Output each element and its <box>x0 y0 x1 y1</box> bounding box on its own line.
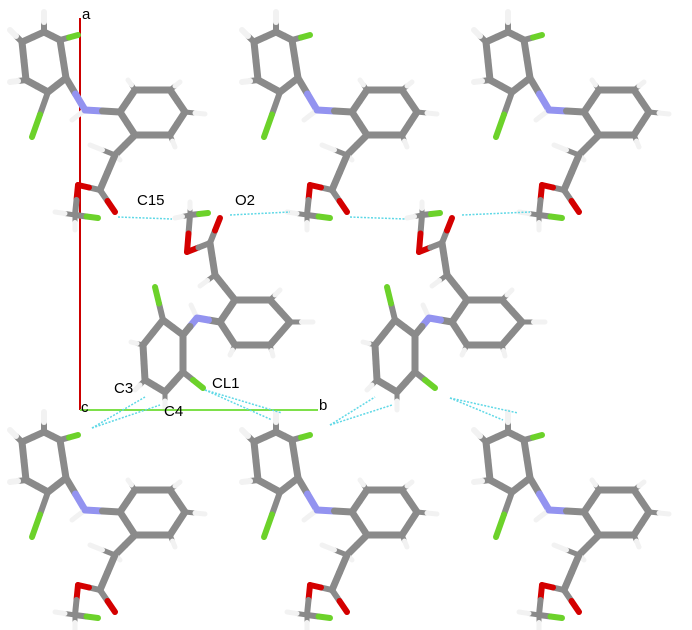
molecule <box>471 409 672 630</box>
molecule <box>7 9 208 233</box>
hydrogen-bond-contact <box>329 404 393 426</box>
hydrogen-bond-contact <box>204 389 273 421</box>
molecule <box>7 409 208 630</box>
hydrogen-bond-contact <box>449 397 519 414</box>
axis-label-a: a <box>82 6 91 23</box>
molecule <box>360 199 548 413</box>
hydrogen-bond-contact <box>117 216 173 220</box>
hydrogen-bond-contact <box>204 389 283 414</box>
molecule <box>128 199 316 413</box>
hydrogen-bond-contact <box>449 397 504 421</box>
hydrogen-bond-contact <box>91 404 161 429</box>
molecule <box>239 409 440 630</box>
hydrogen-bond-contact <box>229 211 291 216</box>
hydrogen-bond-contact <box>349 216 406 220</box>
molecule <box>239 9 440 233</box>
axis-label-c: c <box>81 399 89 416</box>
atom-label-c4: C4 <box>164 403 184 420</box>
hydrogen-bond-contact <box>329 396 376 426</box>
axis-label-b: b <box>319 397 328 414</box>
atom-label-cl1: CL1 <box>212 375 240 392</box>
atom-label-o2: O2 <box>235 192 256 209</box>
atom-label-c3: C3 <box>114 380 134 397</box>
molecule <box>471 9 672 233</box>
hydrogen-bond-contact <box>461 211 531 216</box>
hydrogen-bond-contact <box>91 396 146 429</box>
atom-label-c15: C15 <box>137 192 165 209</box>
